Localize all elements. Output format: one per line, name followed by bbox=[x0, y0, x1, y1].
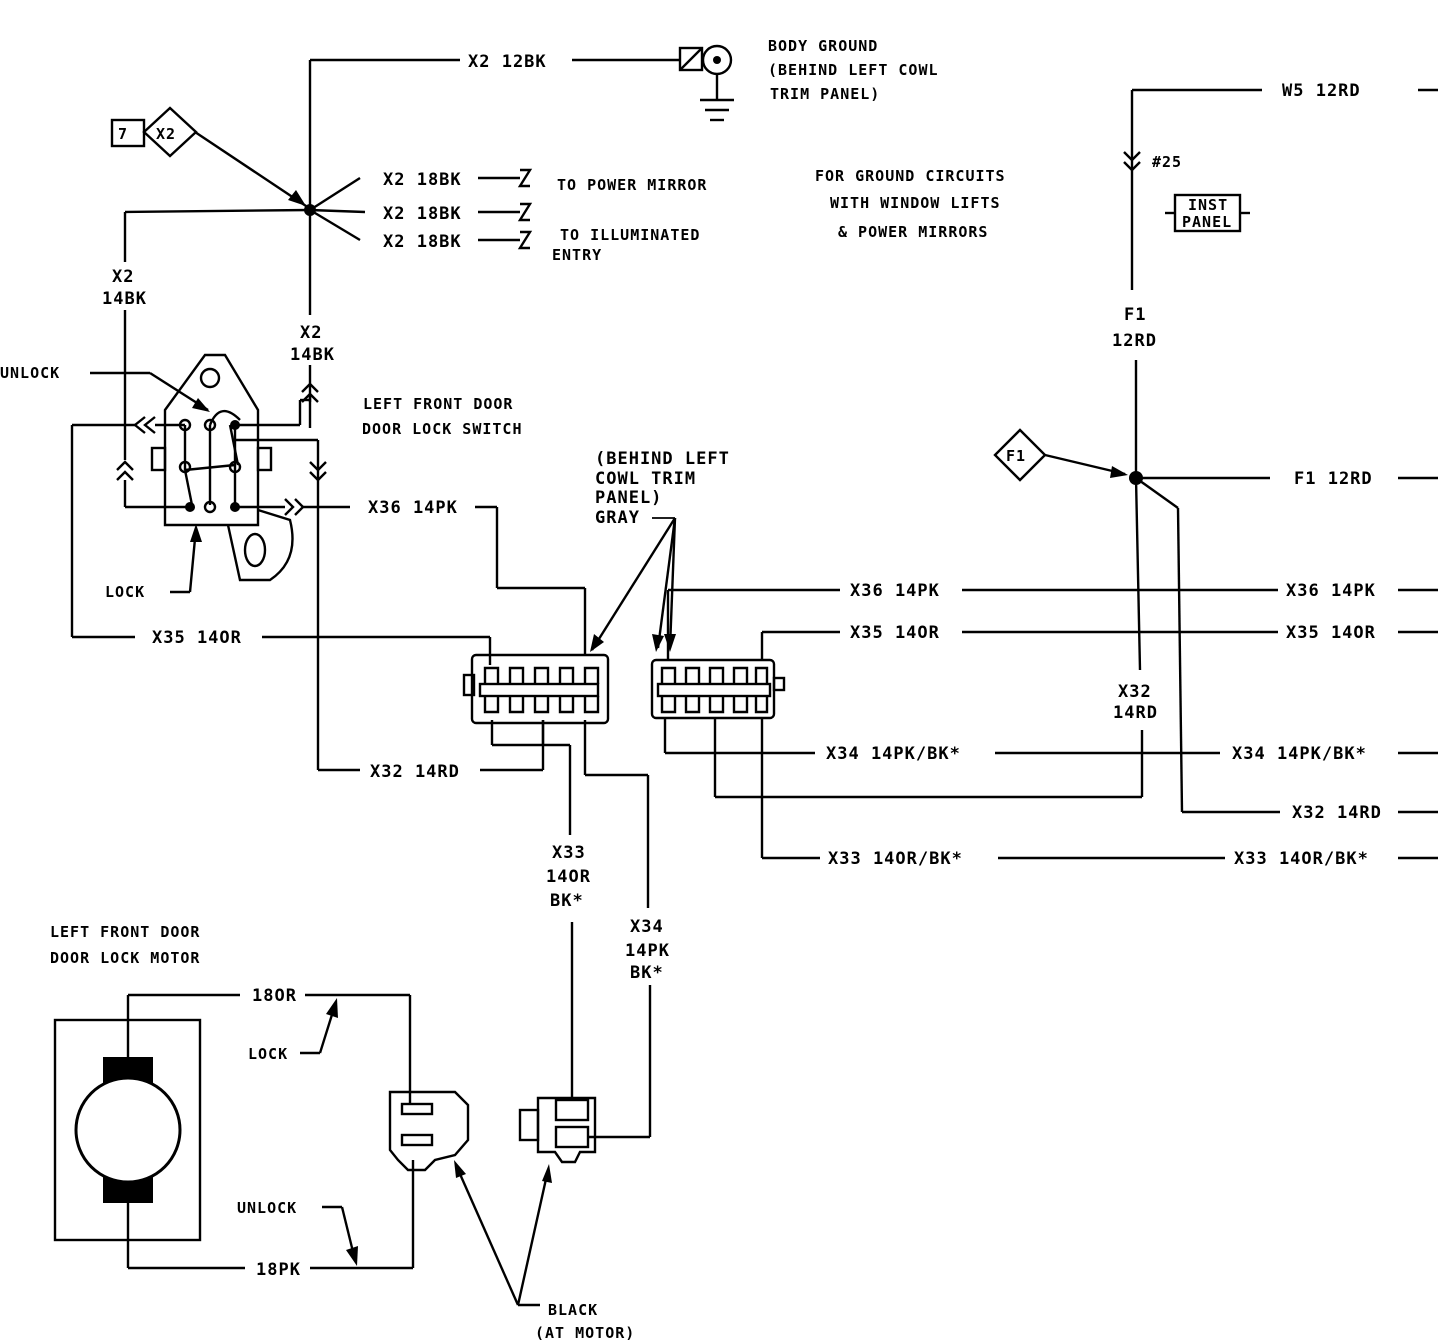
ground-splice-wiring bbox=[123, 58, 680, 460]
wire-x2-mid-1: X2 bbox=[300, 323, 322, 343]
to-illuminated-1: TO ILLUMINATED bbox=[560, 226, 700, 244]
wire-x36-mid: X36 14PK bbox=[850, 581, 940, 601]
wire-x33-mid: X33 14OR/BK* bbox=[828, 849, 963, 869]
connector-gray-left bbox=[462, 653, 650, 908]
wire-x34-mid: X34 14PK/BK* bbox=[826, 744, 961, 764]
ground-note-2: WITH WINDOW LIFTS bbox=[830, 194, 1001, 212]
body-ground-label-3: TRIM PANEL) bbox=[770, 85, 880, 103]
door-lock-switch bbox=[150, 353, 294, 582]
ref-tag-x2-text: X2 bbox=[156, 125, 176, 143]
wire-x33-right: X33 14OR/BK* bbox=[1234, 849, 1369, 869]
wire-x35-mid: X35 14OR bbox=[850, 623, 940, 643]
wire-x35-right: X35 14OR bbox=[1286, 623, 1376, 643]
ground-note-3: & POWER MIRRORS bbox=[838, 223, 988, 241]
ref-tag-number: 7 bbox=[118, 125, 128, 143]
wire-w5-12rd: W5 12RD bbox=[1282, 81, 1361, 101]
wire-x2-18bk-b: X2 18BK bbox=[383, 204, 462, 224]
wire-x2-mid-2: 14BK bbox=[290, 345, 335, 365]
wire-x33-vert-1: X33 bbox=[552, 843, 586, 863]
body-ground-label-1: BODY GROUND bbox=[768, 37, 878, 55]
inst-panel-2: PANEL bbox=[1182, 213, 1232, 231]
wire-x33-vert-2: 14OR bbox=[546, 867, 591, 887]
text-labels: X2 12BK BODY GROUND (BEHIND LEFT COWL TR… bbox=[0, 37, 1382, 1342]
wire-x2-12bk: X2 12BK bbox=[468, 52, 547, 72]
wire-x32-vert-1: X32 bbox=[1118, 682, 1152, 702]
ground-note-1: FOR GROUND CIRCUITS bbox=[815, 167, 1006, 185]
splice-dot-x2 bbox=[304, 204, 316, 216]
wire-x2-left-1: X2 bbox=[112, 267, 134, 287]
body-ground-label-2: (BEHIND LEFT COWL bbox=[768, 61, 939, 79]
black-label-1: BLACK bbox=[548, 1301, 598, 1319]
wire-x34-vert-2: 14PK bbox=[625, 941, 670, 961]
wire-x2-18bk-c: X2 18BK bbox=[383, 232, 462, 252]
cowl-label-4: GRAY bbox=[595, 508, 640, 528]
to-illuminated-2: ENTRY bbox=[552, 246, 602, 264]
door-lock-motor bbox=[53, 922, 652, 1307]
fuse-feed bbox=[993, 88, 1438, 814]
motor-label-2: DOOR LOCK MOTOR bbox=[50, 949, 200, 967]
cowl-label-2: COWL TRIM bbox=[595, 469, 696, 489]
cowl-label-1: (BEHIND LEFT bbox=[595, 449, 730, 469]
cowl-label-3: PANEL) bbox=[595, 488, 662, 508]
wire-x32-vert-2: 14RD bbox=[1113, 703, 1158, 723]
motor-unlock-label: UNLOCK bbox=[237, 1199, 297, 1217]
fuse-number: #25 bbox=[1152, 153, 1182, 171]
motor-lock-label: LOCK bbox=[248, 1045, 288, 1063]
black-label-2: (AT MOTOR) bbox=[535, 1324, 635, 1342]
switch-wiring bbox=[70, 371, 587, 772]
wire-f1-right: F1 12RD bbox=[1294, 469, 1373, 489]
wire-18or: 18OR bbox=[252, 986, 297, 1006]
ref-tag-f1: F1 bbox=[1006, 447, 1026, 465]
wire-18pk: 18PK bbox=[256, 1260, 301, 1280]
unlock-label: UNLOCK bbox=[0, 364, 60, 382]
connector-right bbox=[590, 517, 1438, 860]
wire-x2-18bk-a: X2 18BK bbox=[383, 170, 462, 190]
wire-x36-right: X36 14PK bbox=[1286, 581, 1376, 601]
inst-panel-1: INST bbox=[1188, 196, 1228, 214]
wire-x35-left: X35 14OR bbox=[152, 628, 242, 648]
motor-label-1: LEFT FRONT DOOR bbox=[50, 923, 200, 941]
ref-tag-x2 bbox=[110, 106, 198, 158]
wire-x34-vert-3: BK* bbox=[630, 963, 664, 983]
wire-x2-left-2: 14BK bbox=[102, 289, 147, 309]
wire-x36-left: X36 14PK bbox=[368, 498, 458, 518]
wire-f1-vert-2: 12RD bbox=[1112, 331, 1157, 351]
switch-label-2: DOOR LOCK SWITCH bbox=[362, 420, 523, 438]
wire-x34-vert-1: X34 bbox=[630, 917, 664, 937]
wire-f1-vert-1: F1 bbox=[1124, 305, 1146, 325]
switch-label-1: LEFT FRONT DOOR bbox=[363, 395, 513, 413]
wire-x32-left: X32 14RD bbox=[370, 762, 460, 782]
wire-x33-vert-3: BK* bbox=[550, 891, 584, 911]
wire-x32-right: X32 14RD bbox=[1292, 803, 1382, 823]
lock-label: LOCK bbox=[105, 583, 145, 601]
to-power-mirror: TO POWER MIRROR bbox=[557, 176, 707, 194]
body-ground-symbol bbox=[678, 44, 734, 122]
wire-x34-right: X34 14PK/BK* bbox=[1232, 744, 1367, 764]
